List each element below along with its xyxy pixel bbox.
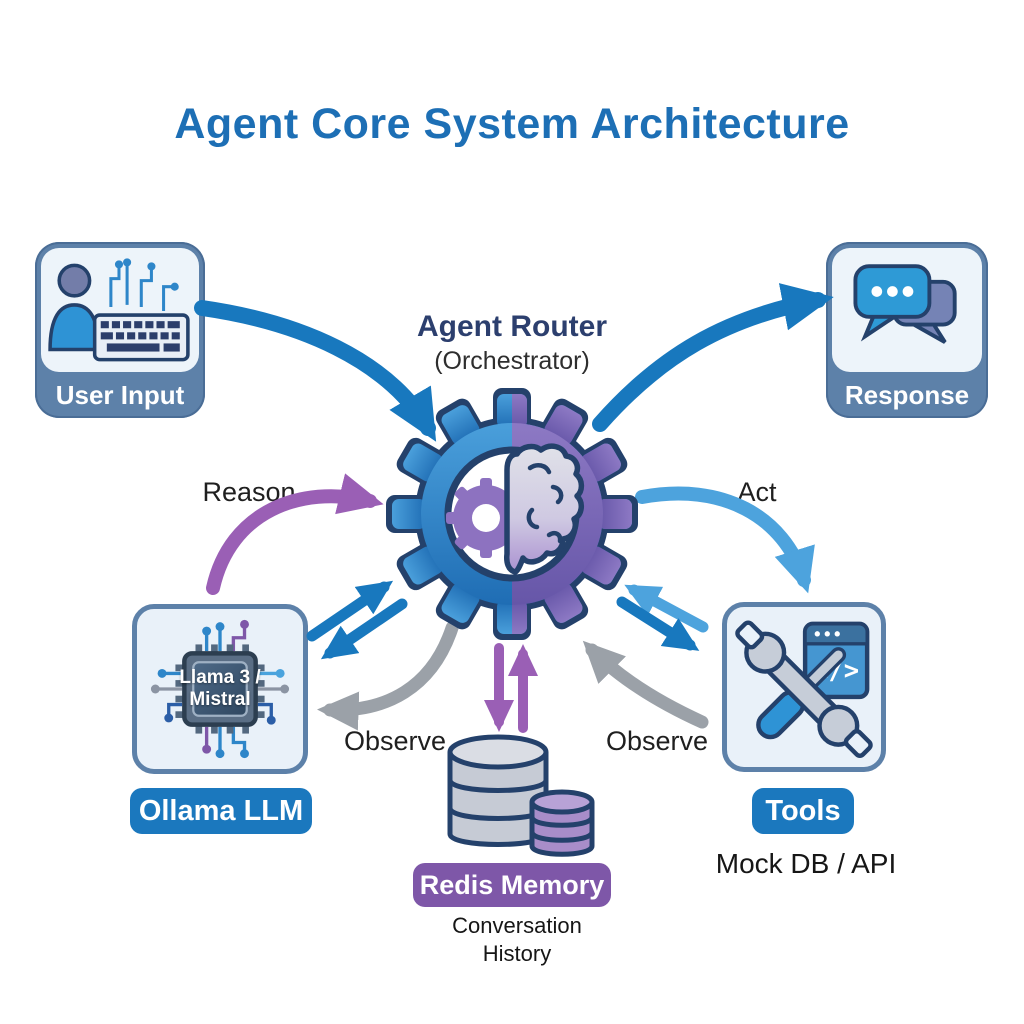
gear-purple-half: [512, 394, 632, 634]
edge-reason: [206, 473, 384, 595]
edge-label-observe-left: Observe: [343, 726, 447, 756]
chip-pins: [175, 644, 265, 734]
gear-blue-half: [392, 394, 632, 634]
tools-label: Tools: [752, 788, 854, 834]
wrench: [735, 620, 873, 758]
chip-trace-dots: [150, 619, 290, 759]
edge-tools-to-router: [624, 584, 709, 633]
node-response: Response: [826, 242, 988, 418]
router-subtitle: (Orchestrator): [434, 347, 590, 375]
diagram-title: Agent Core System Architecture: [174, 100, 850, 148]
gear-outline: [386, 388, 638, 640]
chat-bubbles-icon: [853, 264, 957, 344]
user-keyboard-icon: [48, 258, 190, 362]
user-input-label: User Input: [55, 380, 185, 410]
tools-sublabel: Mock DB / API: [715, 848, 897, 879]
chip-circuit-icon: [150, 619, 290, 759]
circuit-traces: [109, 264, 173, 312]
node-user-input: User Input: [35, 242, 205, 418]
edge-router-to-tools: [616, 596, 700, 651]
person-head: [57, 263, 92, 298]
redis-memory-label: Redis Memory: [413, 863, 611, 907]
edge-label-act: Act: [737, 477, 777, 507]
brain: [504, 443, 585, 575]
edge-label-reason: Reason: [202, 477, 296, 507]
edge-router-to-llm: [320, 598, 408, 660]
node-tools: </>: [722, 602, 886, 772]
chip-model-label: Llama 3 / Mistral: [179, 667, 261, 710]
gear-center: [444, 446, 580, 582]
edge-observe-right: [582, 640, 709, 729]
chip-screen: [192, 661, 248, 717]
edge-llm-to-router: [306, 580, 394, 642]
inner-gear: [446, 478, 507, 558]
node-ollama-llm: Llama 3 / Mistral: [132, 604, 308, 774]
edge-observe-left: [317, 621, 459, 731]
small-cylinder: [529, 789, 595, 857]
response-label: Response: [844, 380, 970, 410]
keyboard: [92, 313, 190, 362]
ollama-llm-label: Ollama LLM: [130, 788, 312, 834]
front-bubble: [853, 264, 932, 342]
circuit-dots: [114, 258, 179, 291]
edge-label-observe-right: Observe: [605, 726, 709, 756]
user-input-icon-area: [41, 248, 199, 372]
wrench-screwdriver-code-icon: </>: [735, 620, 873, 758]
router-title: Agent Router: [417, 310, 607, 343]
response-icon-area: [832, 248, 982, 372]
memory-sublabel: Conversation History: [452, 913, 582, 966]
